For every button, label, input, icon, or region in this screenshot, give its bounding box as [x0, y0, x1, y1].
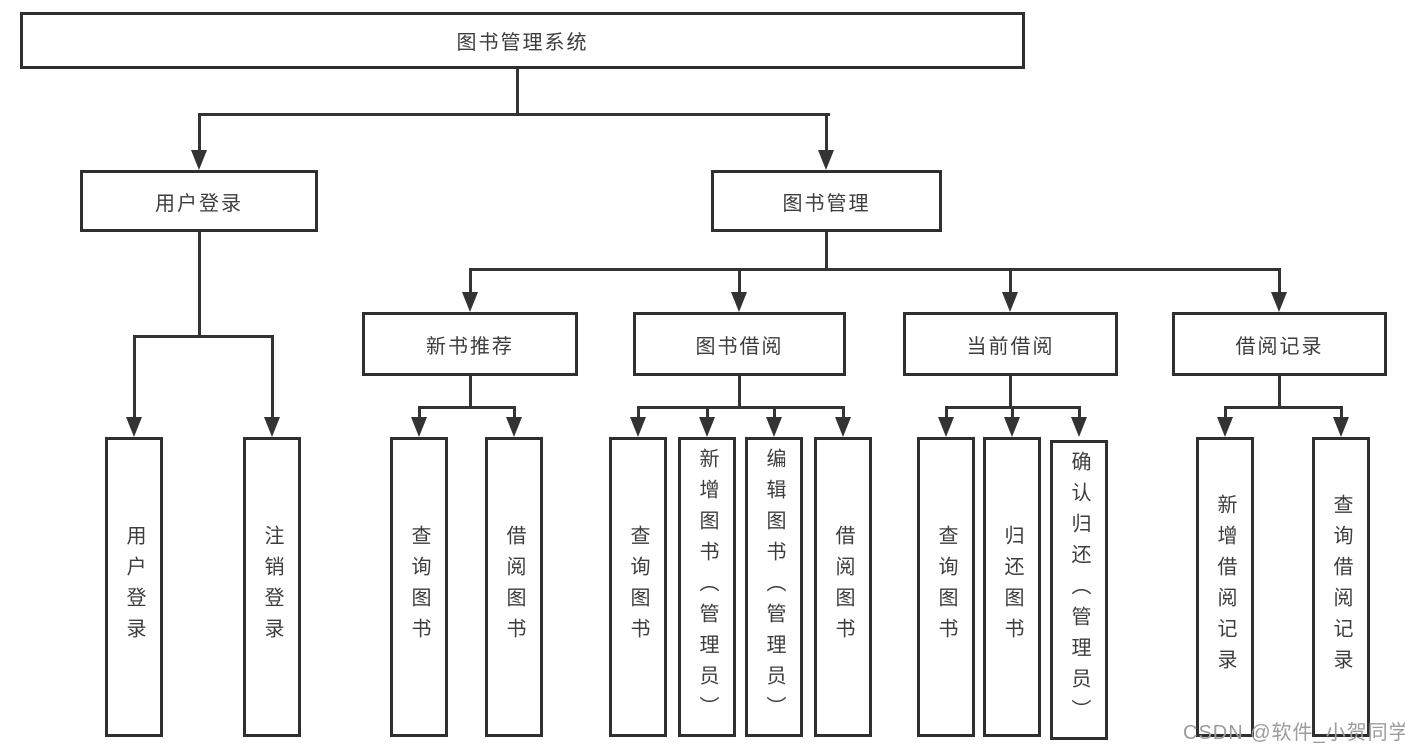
connector-root-stem: [516, 69, 519, 115]
leaf-label: 查询图书: [408, 525, 430, 649]
node-borrow-record: 借阅记录: [1172, 312, 1387, 376]
arrowhead-down-icon: [126, 417, 142, 437]
node-new-book-recommend-label: 新书推荐: [426, 335, 514, 358]
leaf-label: 查询图书: [935, 525, 957, 649]
connector-user-login-hline: [133, 335, 274, 338]
connector-book-management-drop: [825, 113, 828, 153]
arrowhead-down-icon: [938, 417, 954, 437]
arrowhead-down-icon: [462, 292, 478, 312]
leaf-label: 归还图书: [1001, 525, 1023, 649]
leaf-recommend-query-books: 查询图书: [390, 437, 448, 737]
arrowhead-down-icon: [506, 417, 522, 437]
connector-user-login-stem: [198, 232, 201, 338]
connector-leaf-drop: [706, 406, 709, 420]
connector-book-borrow-stem: [738, 376, 741, 409]
node-user-login: 用户登录: [80, 170, 318, 232]
node-current-borrow: 当前借阅: [903, 312, 1118, 376]
arrowhead-down-icon: [835, 417, 851, 437]
node-root: 图书管理系统: [20, 12, 1025, 69]
connector-root-hline: [198, 113, 830, 116]
arrowhead-down-icon: [264, 417, 280, 437]
leaf-label: 查询借阅记录: [1330, 494, 1352, 680]
leaf-label: 用户登录: [123, 525, 145, 649]
arrowhead-down-icon: [1071, 417, 1087, 437]
arrowhead-down-icon: [1004, 417, 1020, 437]
connector-book-borrow-hline: [637, 406, 845, 409]
leaf-label: 注销登录: [261, 525, 283, 649]
leaf-current-query-books: 查询图书: [917, 437, 975, 737]
watermark: CSDN @软件_小贺同学: [1183, 722, 1405, 744]
node-book-borrow: 图书借阅: [633, 312, 846, 376]
arrowhead-down-icon: [630, 417, 646, 437]
arrowhead-down-icon: [1002, 292, 1018, 312]
leaf-record-query-borrow-record: 查询借阅记录: [1312, 437, 1370, 737]
connector-new-book-recommend-stem: [469, 376, 472, 409]
leaf-borrow-edit-books-admin: 编辑图书（管理员）: [745, 437, 803, 737]
arrowhead-down-icon: [699, 417, 715, 437]
connector-leaf-drop: [842, 406, 845, 420]
node-borrow-record-label: 借阅记录: [1235, 335, 1324, 358]
connector-leaf-drop: [637, 406, 640, 420]
leaf-label: 借阅图书: [832, 525, 854, 649]
connector-leaf-drop: [1078, 406, 1081, 420]
connector-borrow-record-stem: [1278, 376, 1281, 409]
leaf-current-return-books: 归还图书: [983, 437, 1041, 737]
connector-leaf-drop: [418, 406, 421, 420]
connector-leaf-drop: [945, 406, 948, 420]
arrowhead-down-icon: [818, 150, 834, 170]
node-book-management: 图书管理: [711, 170, 942, 232]
node-root-label: 图书管理系统: [456, 32, 589, 54]
arrowhead-down-icon: [1217, 417, 1233, 437]
arrowhead-down-icon: [411, 417, 427, 437]
connector-l3-drop: [1278, 268, 1281, 294]
arrowhead-down-icon: [1333, 417, 1349, 437]
leaf-borrow-borrow-books: 借阅图书: [814, 437, 872, 737]
leaf-user-login: 用户登录: [105, 437, 163, 737]
leaf-record-add-borrow-record: 新增借阅记录: [1196, 437, 1254, 737]
node-book-borrow-label: 图书借阅: [695, 335, 784, 358]
leaf-label: 查询图书: [627, 525, 649, 649]
node-book-management-label: 图书管理: [782, 192, 871, 215]
arrowhead-down-icon: [766, 417, 782, 437]
connector-leaf-drop: [513, 406, 516, 420]
node-current-borrow-label: 当前借阅: [966, 335, 1055, 358]
leaf-borrow-add-books-admin: 新增图书（管理员）: [678, 437, 736, 737]
connector-user-login-drop: [198, 113, 201, 153]
leaf-label: 新增借阅记录: [1214, 494, 1236, 680]
connector-leaf-drop: [1224, 406, 1227, 420]
connector-book-management-hline: [469, 268, 1281, 271]
connector-leaf-drop: [133, 335, 136, 420]
node-user-login-label: 用户登录: [155, 192, 243, 215]
connector-l3-drop: [469, 268, 472, 294]
connector-leaf-drop: [1011, 406, 1014, 420]
leaf-borrow-query-books: 查询图书: [609, 437, 667, 737]
leaf-current-confirm-return-admin: 确认归还（管理员）: [1050, 440, 1108, 740]
connector-l3-drop: [1009, 268, 1012, 294]
leaf-label: 新增图书（管理员）: [696, 447, 718, 727]
connector-current-borrow-stem: [1009, 376, 1012, 409]
connector-leaf-drop: [1340, 406, 1343, 420]
connector-leaf-drop: [773, 406, 776, 420]
connector-borrow-record-hline: [1224, 406, 1343, 409]
node-new-book-recommend: 新书推荐: [362, 312, 578, 376]
connector-leaf-drop: [271, 335, 274, 420]
arrowhead-down-icon: [191, 150, 207, 170]
leaf-label: 确认归还（管理员）: [1068, 450, 1090, 730]
leaf-label: 借阅图书: [503, 525, 525, 649]
leaf-recommend-borrow-books: 借阅图书: [485, 437, 543, 737]
arrowhead-down-icon: [731, 292, 747, 312]
connector-l3-drop: [738, 268, 741, 294]
arrowhead-down-icon: [1271, 292, 1287, 312]
leaf-logout: 注销登录: [243, 437, 301, 737]
connector-book-management-stem: [825, 232, 828, 271]
connector-new-book-recommend-hline: [418, 406, 516, 409]
leaf-label: 编辑图书（管理员）: [763, 447, 785, 727]
